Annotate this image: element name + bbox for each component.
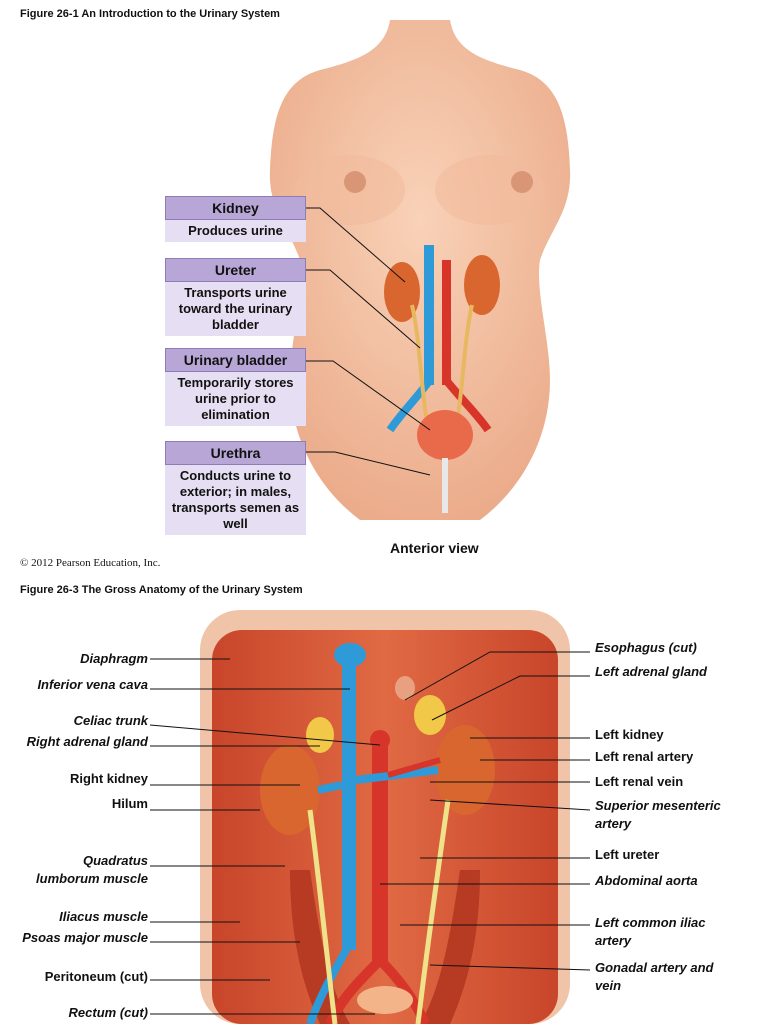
label-box-kidney: Kidney Produces urine (165, 196, 306, 242)
label-box-header: Urethra (165, 441, 306, 465)
label-right-kidney: Right kidney (69, 771, 148, 786)
figure-2-leader-lines (149, 651, 591, 1015)
label-diaphragm: Diaphragm (80, 651, 148, 666)
label-box-header: Urinary bladder (165, 348, 306, 372)
label-peritoneum: Peritoneum (cut) (44, 969, 148, 984)
vena-cava-shape (342, 650, 356, 950)
label-box-header: Kidney (165, 196, 306, 220)
label-quadratus-lumborum: Quadratus lumborum muscle (36, 853, 148, 886)
label-box-ureter: Ureter Transports urine toward the urina… (165, 258, 306, 336)
nipple-icon (344, 171, 366, 193)
label-hilum: Hilum (111, 796, 148, 811)
label-inferior-vena-cava: Inferior vena cava (37, 677, 148, 692)
label-box-description: Produces urine (165, 220, 306, 242)
label-box-urethra: Urethra Conducts urine to exterior; in m… (165, 441, 306, 535)
nipple-icon (511, 171, 533, 193)
label-right-adrenal-gland: Right adrenal gland (26, 734, 148, 749)
torso-skin (269, 20, 571, 520)
label-rectum: Rectum (cut) (68, 1005, 148, 1020)
label-box-description: Conducts urine to exterior; in males, tr… (165, 465, 306, 535)
figure-1-title: Figure 26-1 An Introduction to the Urina… (20, 8, 280, 20)
aorta-shape (372, 735, 388, 965)
torso-illustration (269, 20, 571, 520)
label-box-urinary-bladder: Urinary bladder Temporarily stores urine… (165, 348, 306, 426)
label-psoas-major: Psoas major muscle (22, 930, 148, 945)
label-left-kidney: Left kidney (595, 727, 664, 742)
aorta-shape (442, 260, 451, 385)
label-left-common-iliac-artery: Left common iliac artery (595, 915, 706, 948)
urethra-shape (442, 458, 448, 513)
left-kidney-shape (435, 725, 495, 815)
left-adrenal-shape (414, 695, 446, 735)
label-box-description: Transports urine toward the urinary blad… (165, 282, 306, 336)
label-left-ureter: Left ureter (595, 847, 660, 862)
label-box-header: Ureter (165, 258, 306, 282)
label-abdominal-aorta: Abdominal aorta (595, 873, 698, 888)
right-kidney-shape (260, 745, 320, 835)
left-kidney-shape (464, 255, 500, 315)
right-adrenal-shape (306, 717, 334, 753)
figure-2-title: Figure 26-3 The Gross Anatomy of the Uri… (20, 584, 303, 596)
label-celiac-trunk: Celiac trunk (73, 713, 148, 728)
view-label: Anterior view (390, 540, 479, 556)
label-left-renal-vein: Left renal vein (595, 774, 684, 789)
label-left-adrenal-gland: Left adrenal gland (595, 664, 707, 679)
label-box-description: Temporarily stores urine prior to elimin… (165, 372, 306, 426)
copyright: © 2012 Pearson Education, Inc. (20, 557, 161, 569)
label-left-renal-artery: Left renal artery (595, 749, 694, 764)
label-superior-mesenteric-artery: Superior mesenteric artery (595, 798, 721, 831)
rectum-shape (357, 986, 413, 1014)
label-esophagus: Esophagus (cut) (595, 640, 697, 655)
bladder-shape (417, 410, 473, 460)
figure-1-leader-lines (306, 207, 431, 476)
label-gonadal-artery-and-vein: Gonadal artery and vein (595, 960, 714, 993)
label-iliacus-muscle: Iliacus muscle (59, 909, 148, 924)
esophagus-shape (395, 676, 415, 700)
vena-cava-shape (424, 245, 434, 385)
